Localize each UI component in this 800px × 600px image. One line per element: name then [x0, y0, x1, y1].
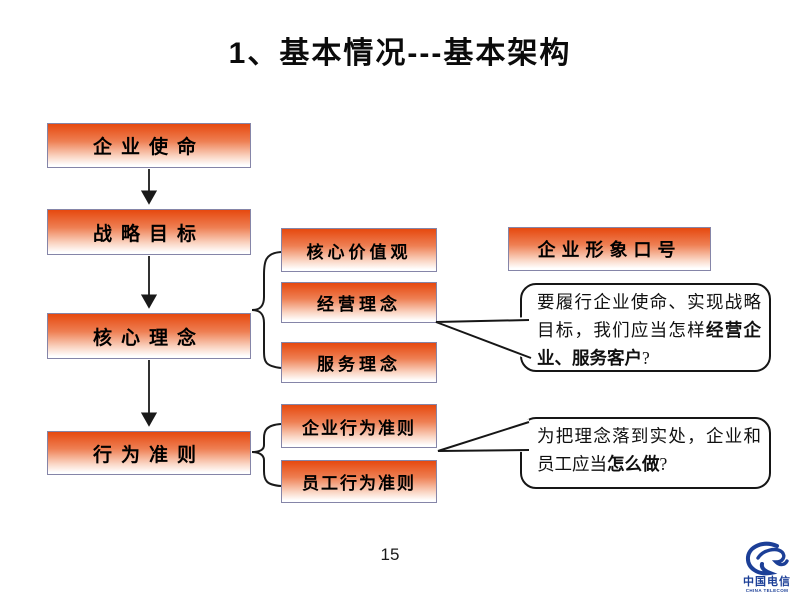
callout-bubble-conduct: 为把理念落到实处，企业和员工应当怎么做? — [520, 417, 771, 489]
concept-box-service-philosophy: 服务理念 — [281, 342, 437, 383]
callout-tail-concepts — [436, 317, 529, 360]
page-number: 15 — [380, 545, 400, 564]
conduct-box-employee: 员工行为准则 — [281, 460, 437, 503]
flow-box-code-of-conduct: 行为准则 — [47, 431, 251, 475]
china-telecom-logo: 中国电信 CHINA TELECOM — [737, 541, 797, 599]
china-telecom-emblem-icon — [745, 541, 789, 576]
flow-box-mission: 企业使命 — [47, 123, 251, 168]
callout-tail-conduct-outline — [437, 421, 530, 452]
callout-tail-conduct — [438, 419, 529, 452]
callout-bubble-concepts: 要履行企业使命、实现战略目标，我们应当怎样经营企业、服务客户? — [520, 283, 771, 372]
flow-box-core-concepts: 核心理念 — [47, 313, 251, 359]
logo-text-cn: 中国电信 — [743, 576, 791, 588]
callout-tail-concepts-outline — [435, 319, 532, 359]
flow-box-strategic-goals: 战略目标 — [47, 209, 251, 255]
callout-text-concepts: 要履行企业使命、实现战略目标，我们应当怎样经营企业、服务客户? — [537, 292, 762, 368]
slide-title: 1、基本情况---基本架构 — [228, 37, 572, 70]
brace-concepts — [251, 251, 282, 369]
logo-text-en: CHINA TELECOM — [745, 588, 789, 593]
concept-box-business-philosophy: 经营理念 — [281, 282, 437, 323]
conduct-box-corporate: 企业行为准则 — [281, 404, 437, 448]
callout-text-conduct: 为把理念落到实处，企业和员工应当怎么做? — [537, 426, 761, 474]
slogan-box: 企业形象口号 — [508, 227, 711, 271]
concept-box-core-values: 核心价值观 — [281, 228, 437, 272]
brace-conduct — [251, 423, 282, 487]
